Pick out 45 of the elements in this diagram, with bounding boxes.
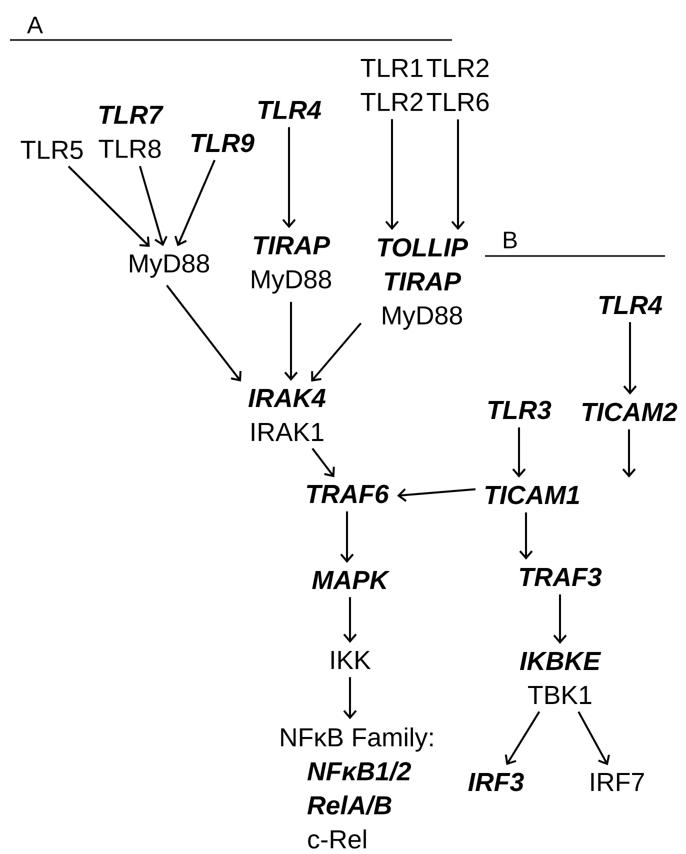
arrow (340, 511, 354, 563)
gene-label: TLR9 (191, 134, 254, 152)
arrow (312, 448, 335, 478)
gene-label: TIRAP MyD88 (252, 236, 332, 294)
gene-label: TLR5 (20, 140, 83, 160)
gene-label: TLR1 TLR2 (360, 59, 423, 111)
arrow (166, 284, 242, 382)
section-letter: B (504, 232, 517, 248)
gene-label: IRF7 (591, 773, 644, 791)
arrow (623, 322, 637, 395)
arrow (512, 427, 526, 478)
arrow (397, 488, 476, 502)
arrow (343, 677, 357, 720)
gene-label: IRF3 (468, 772, 524, 792)
arrow (553, 594, 567, 644)
gene-label: TICAM1 (485, 486, 579, 504)
gene-label: IKBKE TBK1 (520, 652, 602, 704)
gene-label: TLR7 TLR8 (98, 106, 164, 158)
arrow (504, 711, 540, 766)
arrow (138, 166, 168, 246)
arrow (284, 302, 298, 381)
arrow (282, 127, 296, 228)
section-letter: A (27, 16, 43, 34)
gene-label: TLR4 (258, 101, 322, 119)
gene-label: TRAF3 (520, 568, 602, 586)
gene-label: IKK (331, 651, 371, 669)
arrow (311, 322, 362, 382)
gene-label: TRAF6 (306, 484, 390, 504)
gene-label: TLR2 TLR6 (426, 58, 489, 112)
gene-label: TICAM2 (582, 402, 678, 422)
arrow (519, 512, 533, 560)
arrow (385, 119, 399, 230)
gene-label: TLR4 (599, 296, 662, 314)
gene-label: MyD88 (130, 254, 210, 278)
arrow (174, 160, 216, 246)
arrow (68, 166, 150, 247)
arrow (343, 597, 357, 643)
gene-label: MAPK (312, 571, 390, 589)
gene-label: TLR3 (488, 400, 552, 420)
arrow (622, 429, 636, 478)
arrow (578, 711, 610, 766)
gene-label: NFκB Family: NFκB1/2 RelA/B c-Rel (281, 727, 433, 849)
arrow (451, 119, 465, 230)
gene-label: TOLLIP TIRAP MyD88 (378, 238, 468, 330)
gene-label: IRAK4 IRAK1 (248, 389, 326, 441)
